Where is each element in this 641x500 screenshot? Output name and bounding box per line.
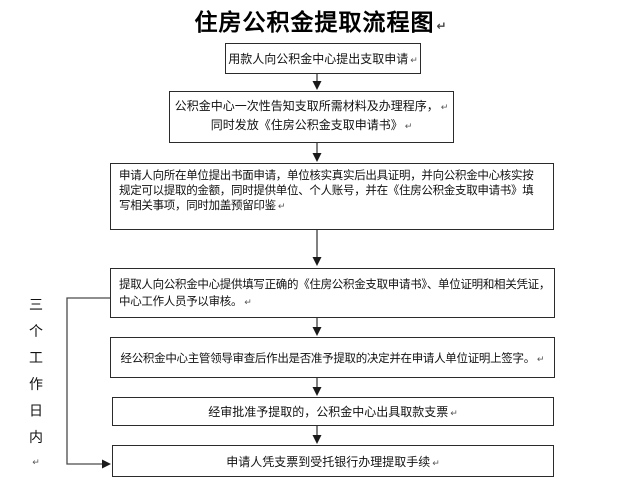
return-mark: ↵ [536,354,545,365]
down-arrowhead-5 [312,387,322,396]
step-box-3: 申请人向所在单位提出书面申请，单位核实真实后出具证明，并向公积金中心核实按 规定… [110,163,554,230]
duration-label: 三个工作日内 ↵ [26,297,46,477]
down-arrowhead-3 [312,257,322,266]
duration-bracket [66,297,110,465]
step-1-line: 用款人向公积金中心提出支取申请 [228,52,409,66]
bracket-arrowhead [102,459,111,469]
step-4-line: 提取人向公积金中心提供填写正确的《住房公积金支取申请书》、单位证明和相关凭证， [119,279,551,291]
step-4-line: 中心工作人员予以审核。 [119,296,243,308]
step-6-line: 经审批准予提取的，公积金中心出具取款支票 [208,405,449,419]
step-3-line: 写相关事项，同时加盖预留印鉴 [119,200,276,212]
step-box-6: 经审批准予提取的，公积金中心出具取款支票↵ [112,397,554,426]
down-arrowhead-6 [312,435,322,444]
down-arrowhead-2 [312,153,322,162]
return-mark: ↵ [404,122,413,132]
return-mark: ↵ [410,56,418,66]
step-box-2: 公积金中心一次性告知支取所需材料及办理程序，↵ 同时发放《住房公积金支取申请书》… [169,91,454,143]
step-5-line: 经公积金中心主管领导审查后作出是否准予提取的决定并在申请人单位证明上签字。 [120,352,536,365]
step-box-5: 经公积金中心主管领导审查后作出是否准予提取的决定并在申请人单位证明上签字。↵ [110,337,555,378]
step-2-line: 同时发放《住房公积金支取申请书》 [210,118,403,132]
page-title: 住房公积金提取流程图↵ [0,3,641,37]
step-3-line: 规定可以提取的金额，同时提供单位、个人账号，并在《住房公积金支取申请书》填 [119,185,534,197]
return-mark: ↵ [31,458,41,468]
page-title-text: 住房公积金提取流程图 [194,9,435,35]
return-mark: ↵ [450,409,458,419]
return-mark: ↵ [440,103,449,113]
duration-label-text: 三个工作日内 [28,297,44,456]
step-2-line: 公积金中心一次性告知支取所需材料及办理程序， [174,99,439,113]
down-arrowhead-1 [312,81,322,90]
step-7-line: 申请人凭支票到受托银行办理提取手续 [226,454,431,469]
return-mark: ↵ [244,298,252,308]
return-mark: ↵ [432,458,440,469]
step-box-1: 用款人向公积金中心提出支取申请↵ [225,43,421,74]
return-mark: ↵ [436,19,447,33]
step-box-7: 申请人凭支票到受托银行办理提取手续↵ [112,445,554,477]
step-3-line: 申请人向所在单位提出书面申请，单位核实真实后出具证明，并向公积金中心核实按 [119,170,534,182]
return-mark: ↵ [277,202,286,212]
step-box-4: 提取人向公积金中心提供填写正确的《住房公积金支取申请书》、单位证明和相关凭证， … [110,268,555,318]
down-arrowhead-4 [312,327,322,336]
